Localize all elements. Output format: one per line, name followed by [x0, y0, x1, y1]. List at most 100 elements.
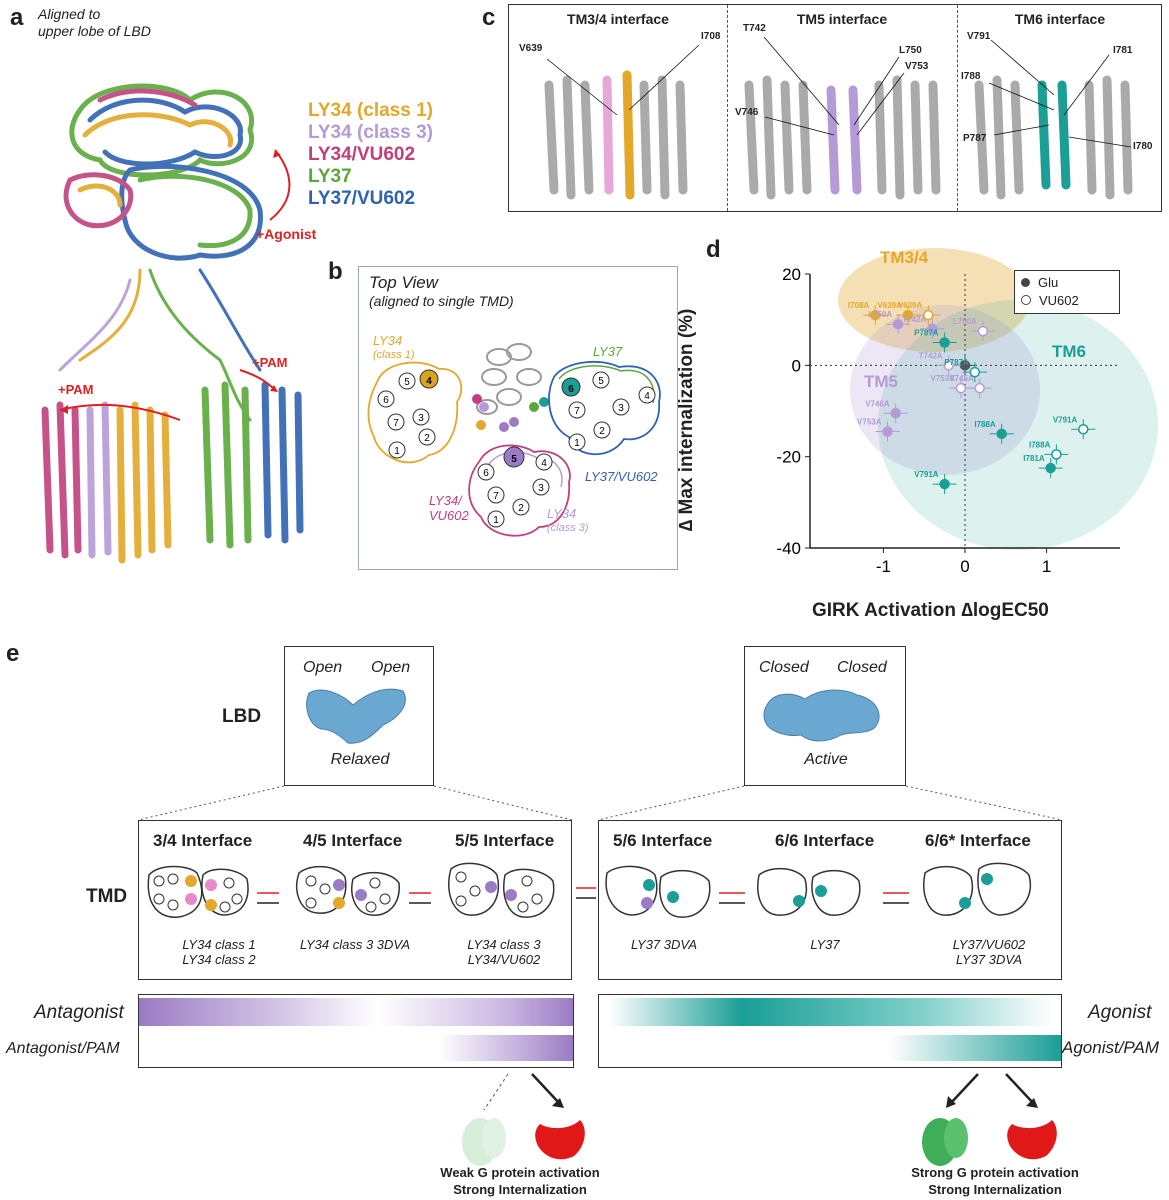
svg-text:3: 3	[418, 413, 424, 424]
svg-text:5: 5	[511, 454, 517, 465]
point-label: V791A	[914, 470, 939, 479]
legend-glu-label: Glu	[1038, 275, 1059, 290]
caption-5-6: LY37 3DVA	[630, 937, 698, 952]
outcome-line: Strong Internalization	[453, 1182, 587, 1197]
lbd-open-box: Open Open Relaxed	[284, 646, 434, 786]
caption-6-6: LY37	[810, 937, 840, 952]
strong-gprotein-icon	[922, 1118, 968, 1166]
agonist-label: Agonist	[1088, 1002, 1152, 1023]
point-label: V746A	[865, 399, 890, 408]
agonist-pam-label: Agonist/PAM	[1062, 1038, 1160, 1057]
svg-text:5: 5	[404, 377, 410, 388]
panel-d-label: d	[706, 236, 721, 263]
data-point	[923, 309, 934, 321]
outcome-line: Weak G protein activation	[440, 1165, 600, 1180]
data-point	[977, 325, 989, 337]
interface-title-6-6-star: 6/6* Interface	[925, 831, 1031, 850]
pam-label-right: +PAM	[252, 355, 288, 370]
svg-text:1: 1	[493, 515, 499, 526]
lbd-closed-right: Closed	[837, 659, 887, 676]
point-label: I788A	[1029, 440, 1051, 449]
legend-glu: Glu	[1021, 274, 1113, 292]
divider	[727, 5, 728, 211]
agonist-bar-box	[598, 994, 1062, 1068]
lbd-closed-left: Closed	[759, 659, 809, 676]
agonist-label: +Agonist	[256, 226, 317, 242]
group-label-line: LY34	[547, 506, 577, 521]
open-lbd-icon	[306, 688, 406, 744]
legend-vu602: VU602	[1021, 292, 1113, 310]
group-label-line: LY34	[373, 333, 403, 348]
svg-text:7: 7	[493, 491, 499, 502]
legend-vu602-label: VU602	[1039, 293, 1079, 308]
tmd-row-label: TMD	[86, 886, 128, 907]
legend-ly37-vu602: LY37/VU602	[308, 188, 416, 209]
legend-ly37: LY37	[308, 166, 352, 187]
legend-ly34-class1: LY34 (class 1)	[308, 100, 433, 121]
point-label: T742A	[902, 315, 926, 324]
data-point	[943, 360, 954, 371]
lbd-relaxed: Relaxed	[330, 751, 390, 768]
data-point	[974, 382, 985, 394]
caption-line: upper lobe of LBD	[38, 23, 151, 39]
svg-text:6: 6	[383, 395, 389, 406]
point-label: T742A	[919, 351, 943, 360]
region-label-tm6: TM6	[1052, 342, 1086, 361]
caption-line: LY34/VU602	[467, 952, 541, 967]
caption-line: LY34 class 3	[467, 937, 541, 952]
top-view-title: Top View	[369, 273, 438, 292]
residue-i780: I780	[1133, 141, 1153, 152]
exchange-arrows	[576, 887, 596, 899]
group-label-ly37-vu602: LY37/VU602	[585, 469, 658, 484]
svg-text:5: 5	[598, 376, 604, 387]
arrestin-icon-left	[535, 1120, 585, 1160]
open-circle-icon	[1021, 295, 1031, 305]
svg-text:4: 4	[541, 458, 547, 469]
svg-text:1: 1	[394, 446, 400, 457]
svg-text:7: 7	[393, 418, 399, 429]
chart-legend: Glu VU602	[1014, 270, 1120, 314]
residue-v753: V753	[905, 61, 929, 72]
agonist-pam-bar	[889, 1035, 1061, 1061]
svg-text:6: 6	[483, 468, 489, 479]
antagonist-bar-box	[138, 994, 574, 1068]
tmd-pair-diagrams-right	[605, 862, 1032, 918]
point-label: I788A	[974, 420, 996, 429]
point-label: V746A	[949, 374, 974, 383]
point-label: P787A	[914, 329, 939, 338]
caption-line: LY34 class 1	[182, 937, 256, 952]
svg-text:1: 1	[574, 438, 580, 449]
residue-i708: I708	[701, 31, 721, 42]
region-label-tm34: TM3/4	[880, 248, 929, 267]
outcome-icons	[462, 1073, 1057, 1166]
svg-text:3: 3	[538, 483, 544, 494]
closed-lbd-icon	[763, 689, 880, 742]
point-label: V753A	[930, 374, 955, 383]
svg-text:6: 6	[568, 384, 574, 395]
legend-ly34-vu602: LY34/VU602	[308, 144, 416, 165]
tmd-box-left: 3/4 Interface 4/5 Interface 5/5 Interfac…	[138, 820, 572, 980]
lbd-row-label: LBD	[222, 706, 262, 727]
point-label: V791A	[1053, 415, 1078, 424]
residue-v791: V791	[967, 31, 991, 42]
residue-v746: V746	[735, 107, 759, 118]
caption-5-5: LY34 class 3 LY34/VU602	[439, 937, 569, 967]
interface-title-5-5: 5/5 Interface	[455, 831, 555, 850]
x-tick-label: 1	[1042, 557, 1051, 576]
group-label-line: (class 1)	[373, 349, 415, 361]
data-point	[1051, 449, 1062, 460]
top-view-diagram: 5 4 6 7 3 2 1 6 5 7 3 4 2 1	[367, 343, 661, 537]
group-label-ly37: LY37	[593, 344, 623, 359]
interface-title-4-5: 4/5 Interface	[303, 831, 403, 850]
x-tick-label: 0	[960, 557, 969, 576]
y-tick-label: -40	[776, 539, 801, 558]
group-label-ly34-class3: LY34 (class 3)	[547, 507, 589, 535]
legend-ly34-class3: LY34 (class 3)	[308, 122, 433, 143]
weak-gprotein-icon	[462, 1118, 506, 1166]
svg-text:2: 2	[518, 503, 524, 514]
caption-3-4: LY34 class 1 LY34 class 2	[159, 937, 279, 967]
svg-text:2: 2	[424, 433, 430, 444]
panel-a-label: a	[10, 4, 24, 31]
panel-a-legend: LY34 (class 1) LY34 (class 3) LY34/VU602…	[308, 100, 433, 210]
data-point	[870, 309, 881, 321]
